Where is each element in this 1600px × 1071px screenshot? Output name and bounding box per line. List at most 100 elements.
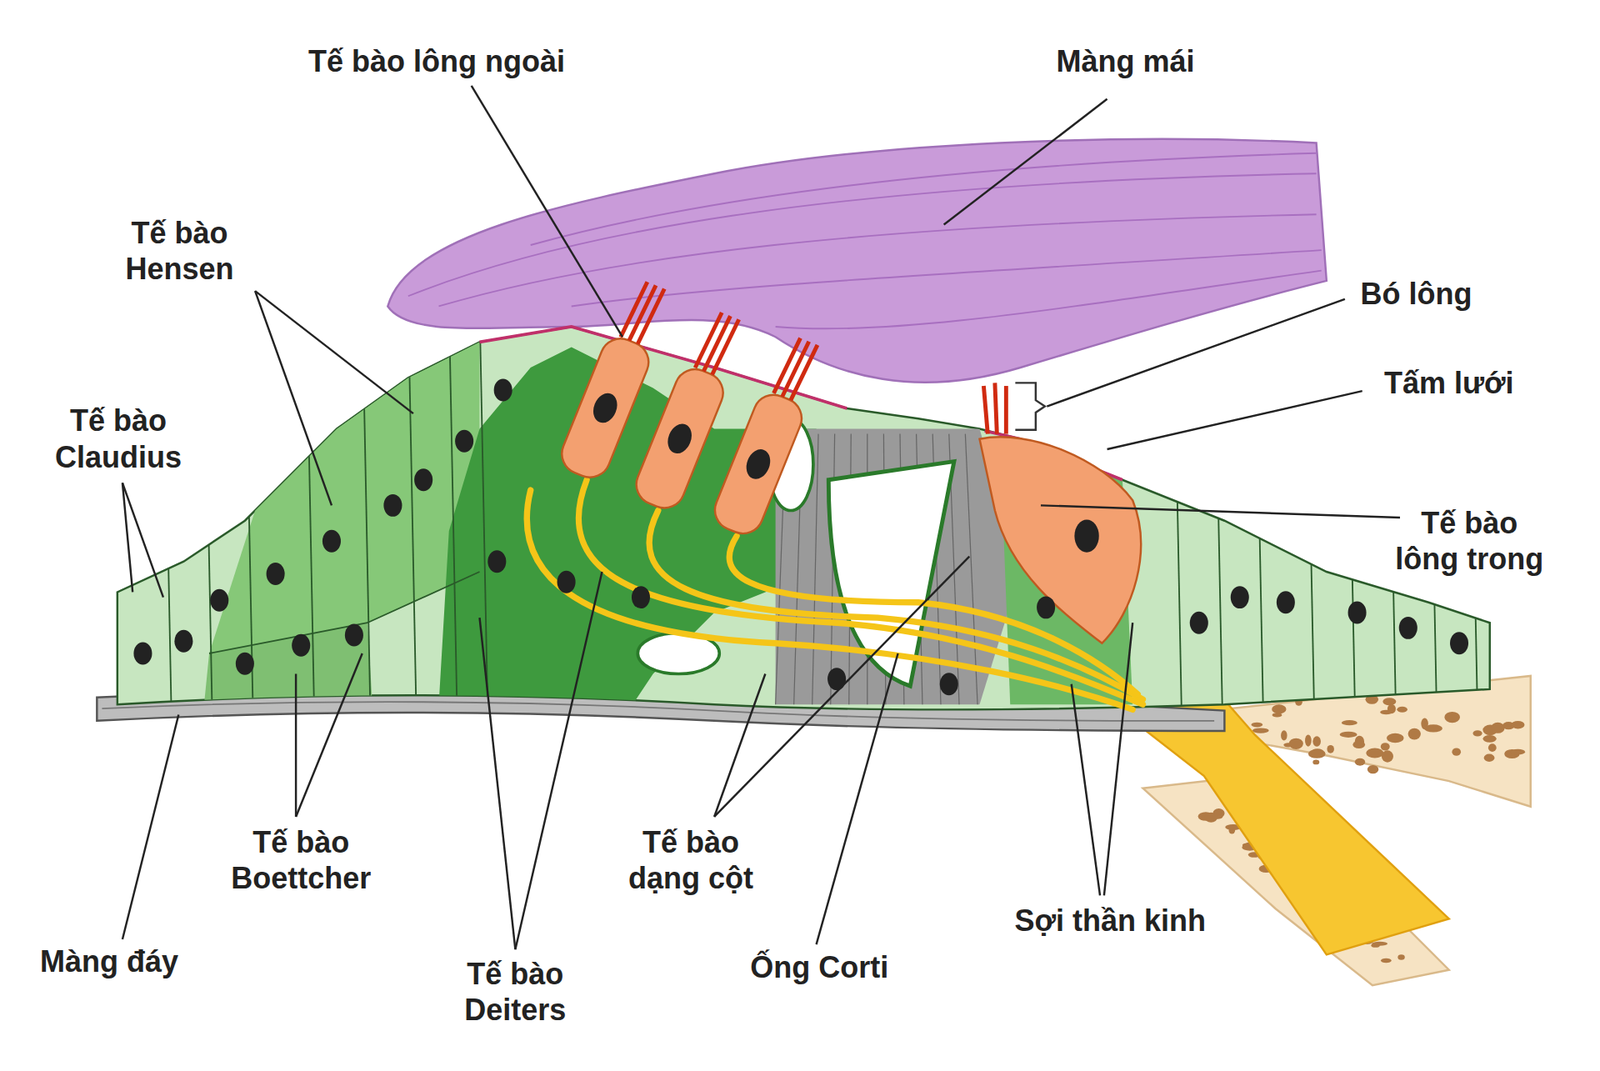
bone-pore [1482,735,1496,743]
stereocilium [712,317,740,376]
hair-cell-body [555,332,655,484]
cell-nucleus [383,494,402,517]
outer-hair-cell [709,331,831,540]
cell-nucleus [1399,616,1418,640]
cell-nucleus [631,585,650,609]
bone-pore [1305,734,1312,746]
bone-pore [1340,731,1358,738]
cell-nucleus [557,570,576,594]
hair-cell-nucleus [663,420,696,457]
part-label: Tế bào lông trong [1390,505,1549,577]
hair-cell-body [709,388,809,540]
part-label: Màng mái [1056,43,1195,80]
bone-pore [1371,941,1388,946]
part-label: Tế bào Hensen [113,215,247,287]
cell-nucleus [133,642,152,665]
bone-pore [1381,750,1394,762]
bone-pore [1380,742,1390,750]
bone-pore [1252,727,1270,733]
bone-pore [1355,758,1365,766]
part-label: Tế bào lông ngoài [308,43,565,80]
bone-pore [1308,749,1326,759]
cell-nucleus [291,634,310,657]
bone-pore [1312,735,1321,746]
leader-lines [122,85,1400,950]
bone-pore [1326,745,1334,754]
bone-pore [1382,697,1396,705]
cell-nucleus [414,468,433,491]
cell-nucleus [235,652,255,675]
cell-boundary [209,571,480,654]
bone-pore [1451,747,1461,755]
part-label: Tế bào dạng cột [620,824,762,896]
part-label: Màng đáy [40,943,179,980]
cell-nucleus [1276,590,1295,614]
part-label: Bó lông [1360,275,1473,312]
bone-pore [1272,712,1283,717]
cell-nucleus [494,378,513,401]
hair-bundle-bracket [1015,382,1045,430]
cell-nucleus [487,550,506,573]
cell-nucleus [210,589,229,612]
part-label: Tế bào Boettcher [224,824,379,896]
bone-pore [1352,740,1365,749]
bone-pore [1289,738,1304,750]
hair-cell-body [630,363,730,515]
hair-cell-nucleus [742,445,775,483]
cell-nucleus [940,672,959,695]
bone-pore [1365,748,1384,759]
cell-boundary [1305,305,1315,715]
bone-pore [1408,728,1421,740]
bone-pore [1386,733,1405,743]
cell-nucleus [1348,601,1367,625]
part-label: Sợi thần kinh [1014,902,1206,939]
bone-pore [1387,704,1396,714]
outer-hair-cells [555,275,831,540]
bone-pore [1444,711,1460,723]
bone-pore [1312,760,1320,765]
stereocilium [637,287,665,346]
cell-boundary [163,305,172,715]
bone-pore [1420,718,1428,730]
bone-pore [1510,749,1525,755]
bone-pore [1396,706,1408,713]
bone-pore [1271,704,1286,714]
inner-hair-cell [980,382,1142,643]
cell-boundary [449,305,458,715]
cell-nucleus [1190,611,1209,635]
epithelium [117,305,1490,715]
bone-pore [1397,954,1405,960]
bone-pore [1380,958,1392,964]
cell-nucleus [345,623,364,646]
cell-nucleus [455,430,474,453]
bone-pore [1510,720,1525,729]
bone-pore [1484,754,1495,762]
cell-boundary [1255,305,1264,715]
cell-boundary [362,305,371,715]
part-label: Tấm lưới [1384,365,1515,401]
bone-pore [1341,720,1358,725]
part-label: Tế bào Deiters [452,955,578,1028]
hair-cell-nucleus [589,389,622,426]
cell-nucleus [1036,595,1055,619]
bone-pore [1250,722,1263,728]
cell-boundary [1346,305,1355,715]
bone-pore [1472,730,1482,736]
stereocilium [790,343,818,402]
bone-pore [1367,765,1380,774]
cell-nucleus [1450,631,1469,655]
cell-nucleus [322,530,341,553]
cell-nuclei [133,378,1469,695]
part-label: Tế bào Claudius [47,402,190,475]
bone-pore [1280,730,1287,740]
cell-boundary [305,305,315,715]
cell-nucleus [1230,585,1250,609]
cell-nucleus [266,562,285,585]
cell-boundary [408,305,417,715]
part-label: Ống Corti [750,949,889,985]
cell-nucleus [174,630,193,653]
tectorial-membrane [387,139,1327,383]
bone-pore [1488,743,1497,752]
bone-pore [1204,812,1218,823]
